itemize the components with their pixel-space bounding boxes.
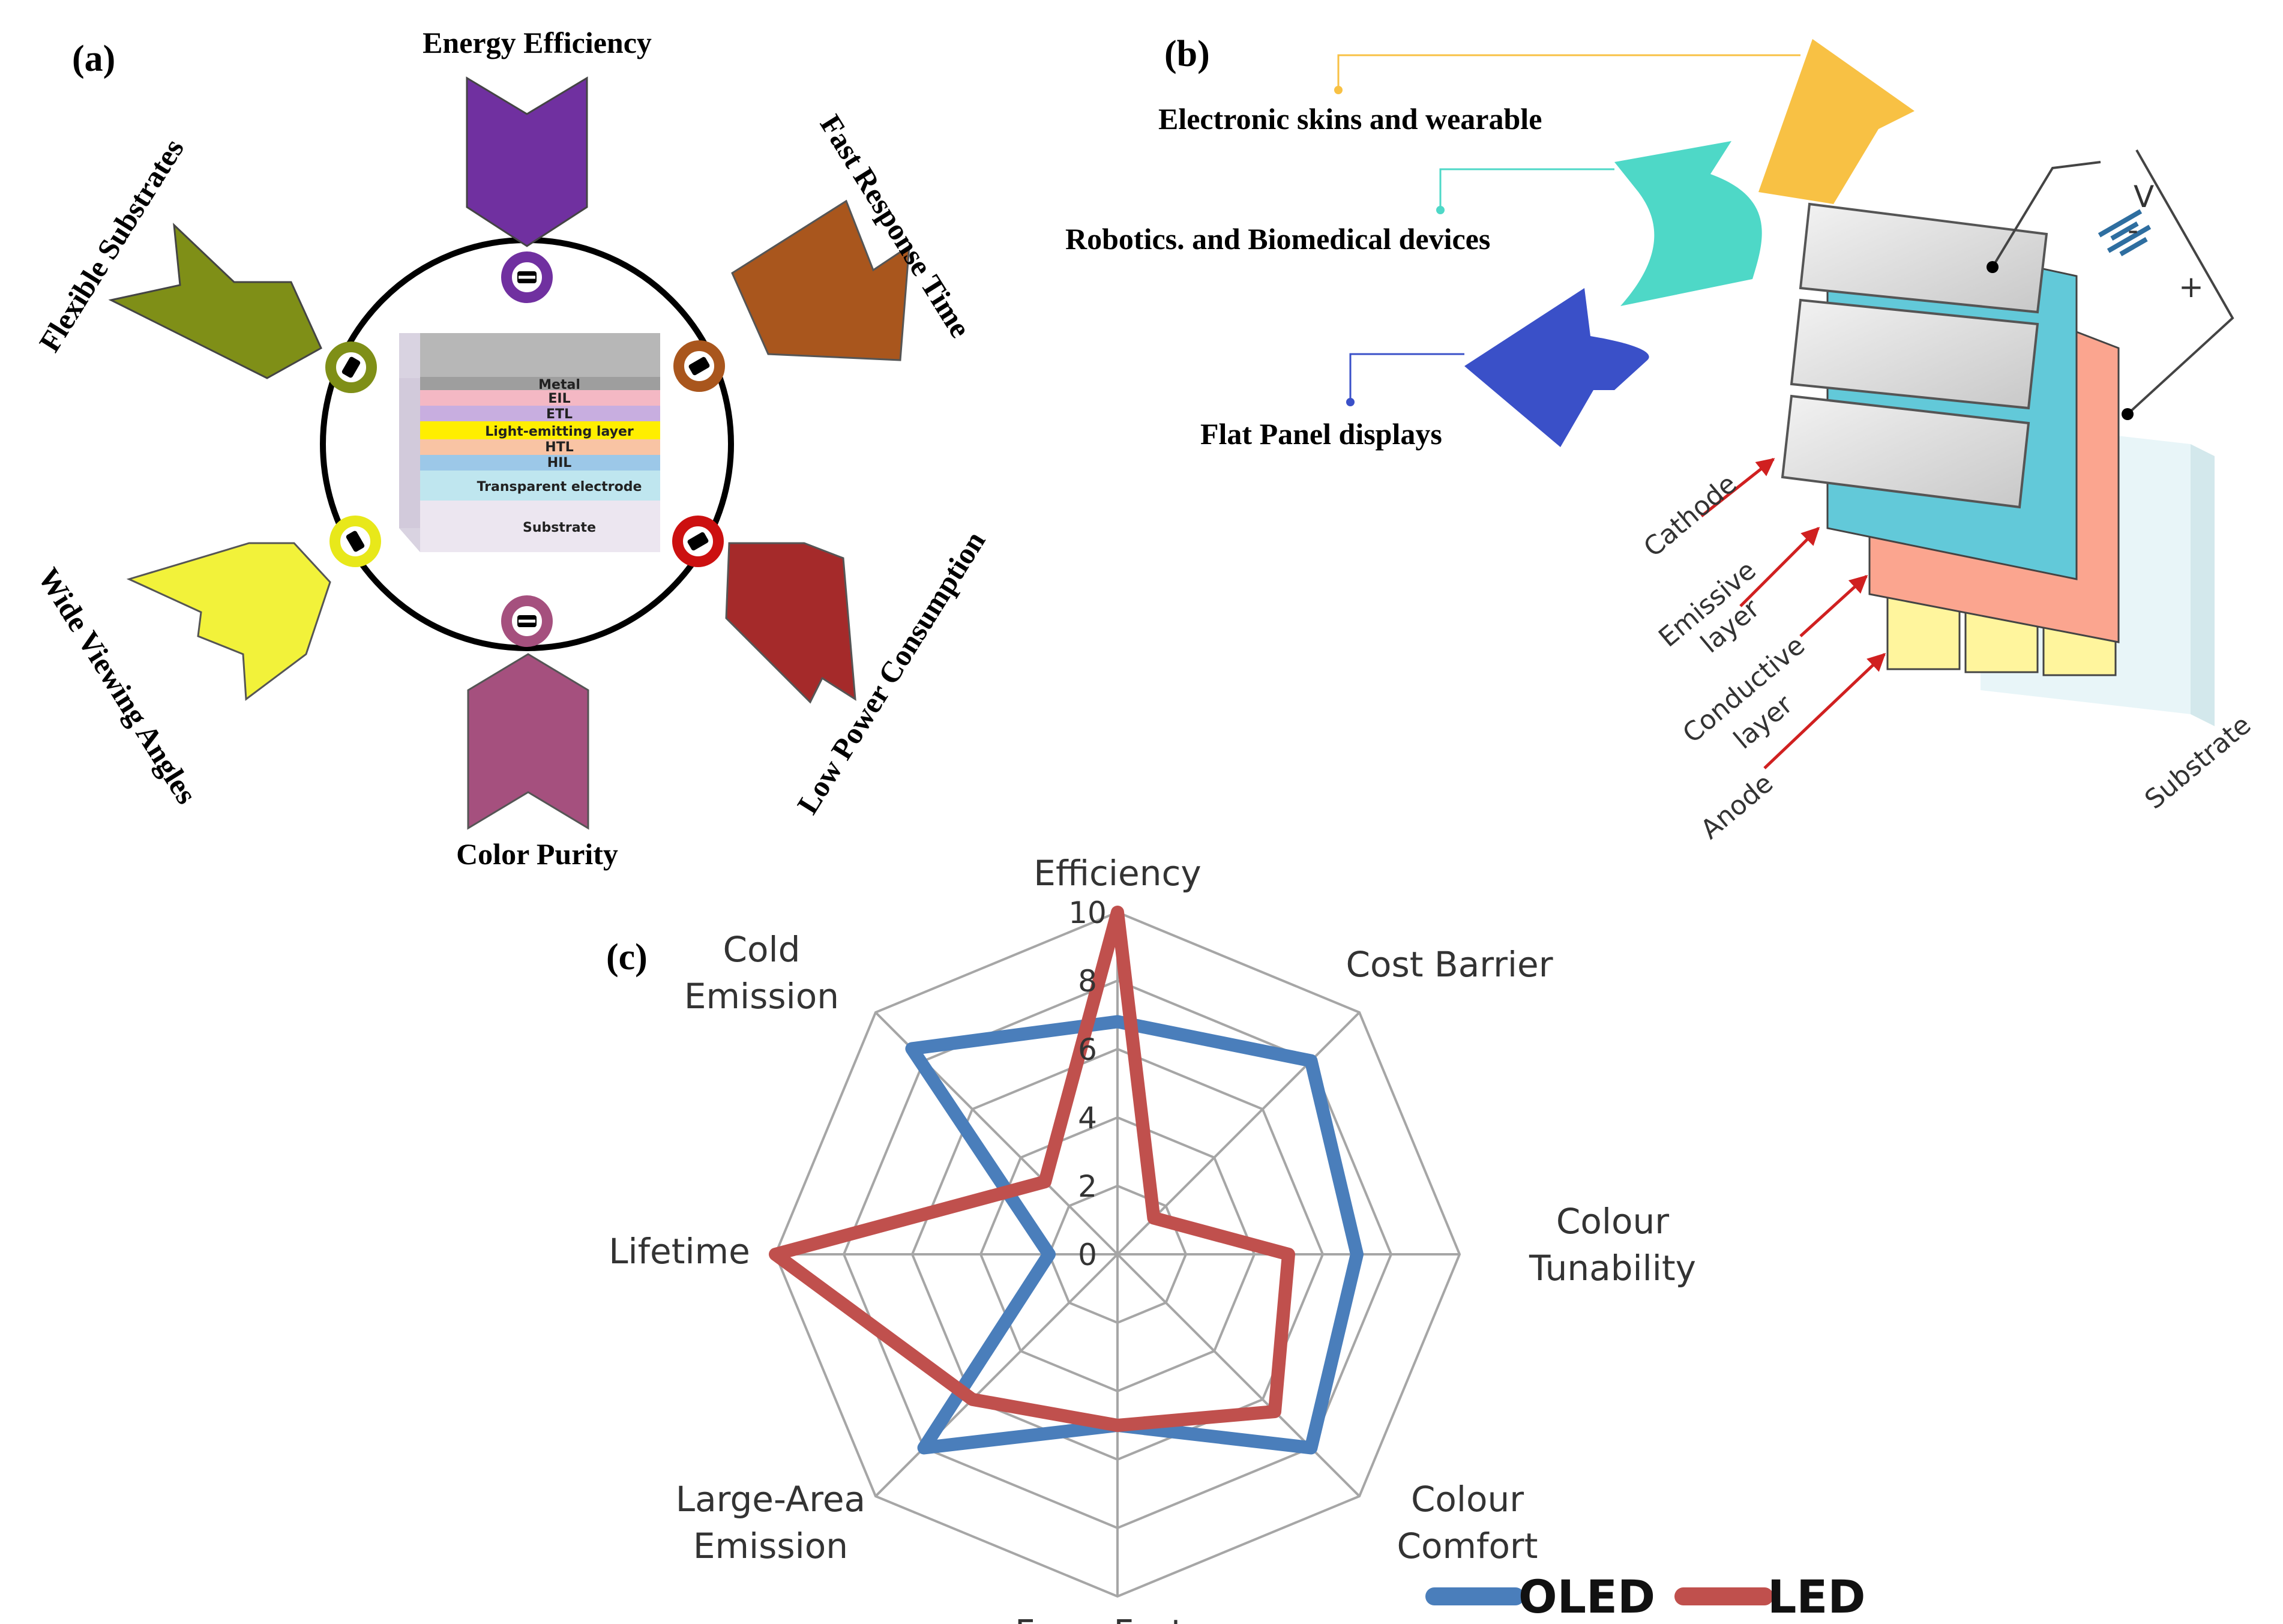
knob-wide-viewing	[329, 516, 381, 567]
layer-label-substrate: Substrate	[523, 520, 596, 535]
radar-category-label: Tunability	[1529, 1248, 1696, 1289]
radar-tick-label: 6	[1078, 1032, 1097, 1067]
arrow-yellow	[1758, 39, 1915, 204]
chevron-energy-efficiency	[466, 76, 588, 247]
legend-label-led: LED	[1767, 1570, 1865, 1623]
chevron-wide-viewing-angles	[126, 542, 331, 701]
layer-emitting-band	[420, 421, 660, 439]
arrow-blue	[1464, 288, 1649, 447]
layer-label-htl: HTL	[545, 440, 573, 455]
radar-category-label: Lifetime	[609, 1231, 750, 1272]
battery-voltage: V	[2134, 179, 2154, 214]
radar-tick-label: 2	[1078, 1169, 1097, 1204]
radar-category-label: Colour	[1556, 1201, 1669, 1242]
app-flat-panel: Flat Panel displays	[1200, 417, 1442, 451]
cathode-plates	[1781, 202, 2048, 509]
battery-plus: +	[2179, 269, 2204, 304]
layer-transparent-band	[420, 471, 660, 501]
label-substrate: Substrate	[2139, 709, 2257, 815]
layer-hil-band	[420, 455, 660, 471]
layer-label-transparent: Transparent electrode	[477, 480, 642, 495]
radar-category-label: Comfort	[1397, 1526, 1538, 1566]
radar-category-label: Form Factor	[1015, 1612, 1220, 1624]
radar-category-label: Cost Barrier	[1346, 944, 1553, 985]
label-anode: Anode	[1695, 768, 1779, 845]
panel-c-label: (c)	[606, 937, 648, 978]
label-cathode: Cathode	[1638, 469, 1742, 564]
radar-spoke	[1116, 1253, 1361, 1497]
knob-low-power	[672, 516, 724, 567]
app-robotics: Robotics. and Biomedical devices	[1065, 222, 1490, 256]
chevron-flexible-substrates	[108, 223, 322, 379]
battery-minus: -	[2128, 212, 2138, 247]
layer-label-eil: EIL	[548, 391, 570, 406]
label-color-purity: Color Purity	[456, 837, 618, 871]
radar-category-label: Colour	[1411, 1479, 1524, 1520]
knob-flexible	[325, 341, 377, 393]
radar-category-label: Emission	[684, 976, 839, 1017]
panel-a-label: (a)	[72, 38, 115, 79]
chart-legend: OLED LED	[1425, 1570, 1865, 1623]
layer-label-metal: Metal	[538, 377, 580, 392]
layer-etl-band	[420, 406, 660, 421]
chevron-fast-response-time	[731, 199, 910, 361]
radar-category-label: Emission	[693, 1526, 848, 1566]
chevron-color-purity	[467, 653, 589, 830]
layer-label-hil: HIL	[547, 456, 572, 471]
layer-metal-band	[420, 377, 660, 390]
panel-a: (a) Met	[32, 26, 992, 871]
panel-b: (b) Electronic skins and wearable Roboti…	[1065, 34, 2257, 845]
chevron-low-power-consumption	[725, 542, 856, 704]
radar-category-label: Large-Area	[676, 1479, 865, 1520]
radar-tick-label: 10	[1068, 895, 1107, 930]
app-electronic-skins: Electronic skins and wearable	[1158, 102, 1542, 136]
layer-label-etl: ETL	[546, 407, 573, 422]
layer-label-emitting: Light-emitting layer	[485, 424, 634, 439]
layer-htl-band	[420, 439, 660, 455]
label-energy-efficiency: Energy Efficiency	[423, 26, 652, 59]
panel-b-label: (b)	[1164, 34, 1210, 74]
legend-label-oled: OLED	[1518, 1570, 1655, 1623]
oled-device: V - +	[1781, 149, 2234, 726]
radar-category-label: Cold	[723, 929, 800, 970]
radar-tick-label: 4	[1078, 1101, 1097, 1135]
radar-tick-label: 0	[1078, 1238, 1097, 1272]
knob-color-purity	[501, 595, 553, 647]
knob-energy	[501, 251, 553, 303]
layer-substrate-band	[420, 501, 660, 552]
radar-tick-label: 8	[1078, 964, 1097, 999]
knob-fast-response	[673, 340, 725, 392]
layer-eil-band	[420, 390, 660, 406]
radar-category-label: Efficiency	[1033, 853, 1201, 894]
oled-layer-stack: Metal EIL ETL Light-emitting layer HTL H…	[399, 333, 660, 552]
arrow-teal	[1614, 141, 1762, 306]
series-led	[769, 906, 1295, 1432]
radar-spoke	[874, 1253, 1119, 1497]
battery-icon	[2098, 209, 2152, 256]
